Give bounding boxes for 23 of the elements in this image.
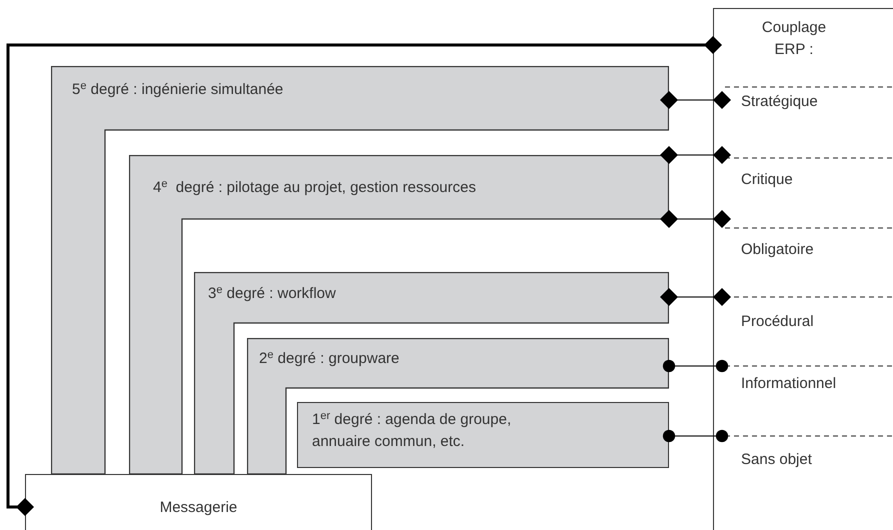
degree-box bbox=[297, 402, 669, 468]
band-label: 4$^{e}$ degré : pilotage au projet, gestion ressources bbox=[153, 177, 476, 198]
level-label: Critique bbox=[741, 170, 793, 190]
connector bbox=[660, 210, 731, 228]
box-label: Messagerie bbox=[158, 498, 238, 518]
band-label: 2$^{e}$ degré : groupware bbox=[259, 348, 400, 369]
level-label: Procédural bbox=[741, 312, 814, 332]
level-label: Informationnel bbox=[741, 374, 836, 394]
connector bbox=[660, 288, 731, 306]
connector bbox=[6, 36, 722, 516]
connector bbox=[662, 430, 728, 442]
level-label: Sans objet bbox=[741, 450, 812, 470]
band-label: 5$^{e}$ degré : ingénierie simultanée bbox=[72, 79, 284, 100]
band-label: 1$^{er}$ degré : agenda de groupe, annuaire commun, etc. bbox=[312, 409, 512, 452]
connector bbox=[662, 360, 728, 372]
level-label: Obligatoire bbox=[741, 240, 814, 260]
coupling-column bbox=[713, 8, 893, 530]
connector bbox=[660, 146, 731, 164]
column-heading: Couplage ERP : bbox=[760, 18, 828, 60]
messaging-box bbox=[25, 474, 372, 530]
connector bbox=[660, 91, 731, 109]
level-label: Stratégique bbox=[741, 92, 818, 112]
band-label: 3$^{e}$ degré : workflow bbox=[208, 283, 336, 304]
